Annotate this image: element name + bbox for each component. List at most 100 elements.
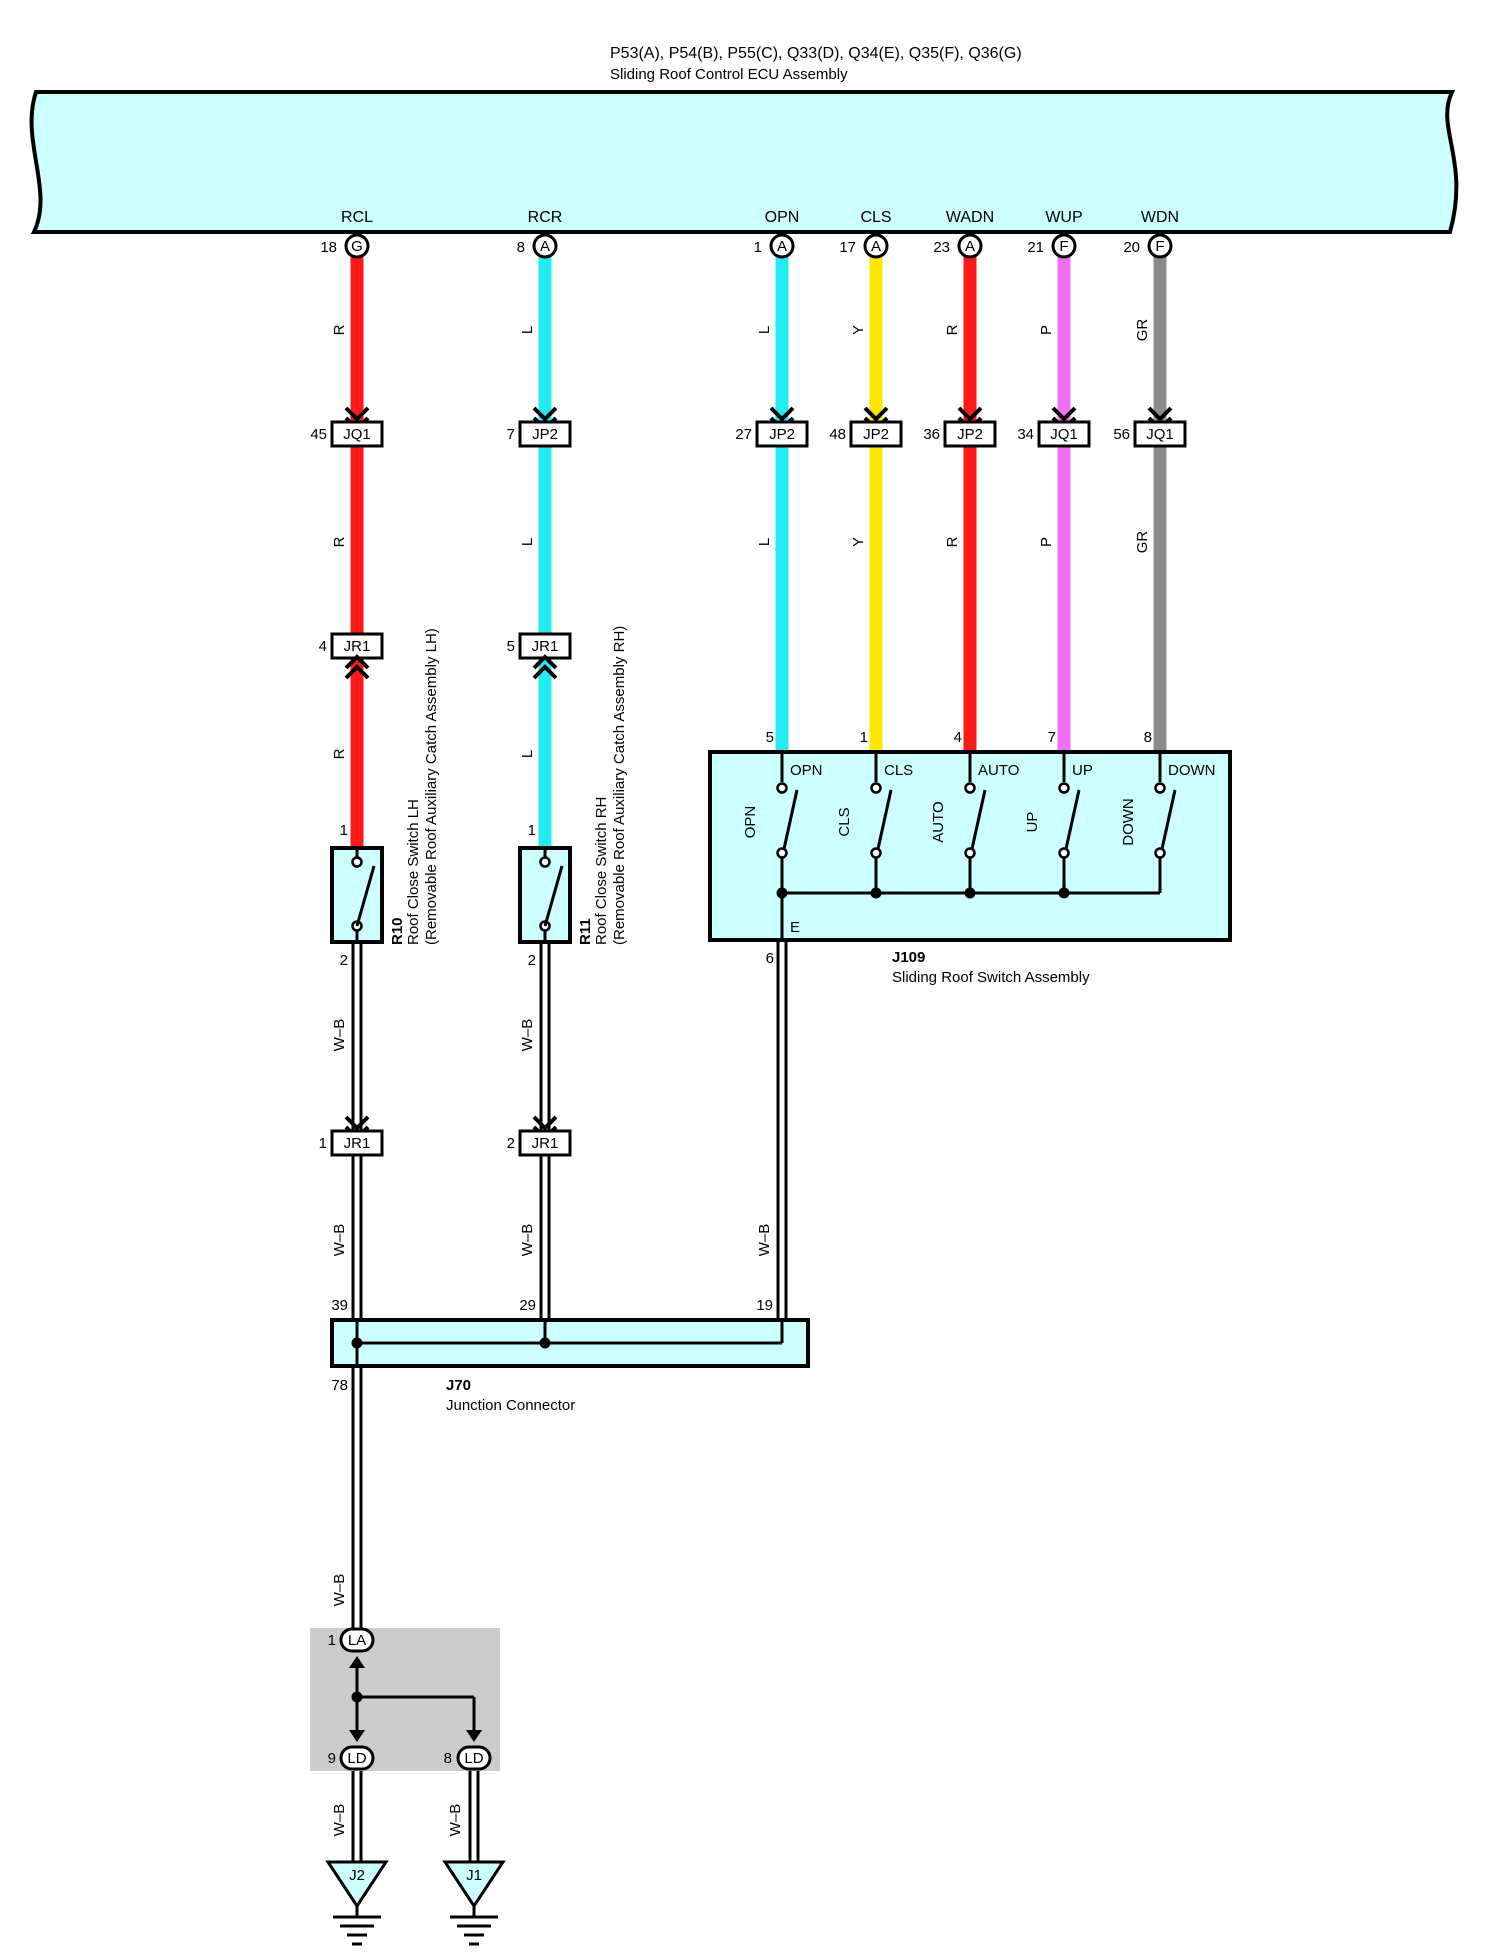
ground-j1: J1 (442, 1860, 506, 1946)
r11-line2: (Removable Roof Auxiliary Catch Assembly… (611, 626, 628, 945)
ecu-conn-circle-rcl: G (344, 233, 370, 259)
svg-text:JR1: JR1 (532, 1135, 559, 1152)
wire-color-wup-2: P (1038, 537, 1055, 547)
ground-j2: J2 (325, 1860, 389, 1946)
ecu-conn-circle-cls: A (863, 233, 889, 259)
ecu-conn-circle-opn: A (769, 233, 795, 259)
switch-r10: 1 2 R10 Roof Close Switch LH (Removable … (330, 628, 440, 969)
j70-code: J70 (446, 1377, 471, 1394)
ecu-conn-circle-wup: F (1051, 233, 1077, 259)
j109-term-down: DOWN (1168, 762, 1216, 779)
j109-pin-8: 8 (1144, 729, 1152, 746)
svg-text:LA: LA (348, 1632, 366, 1649)
connector-jp2-27: JP2 (755, 420, 809, 448)
ecu-pin-21: 21 (1027, 239, 1044, 256)
svg-text:A: A (965, 238, 975, 255)
r10-code: R10 (389, 917, 406, 945)
connector-pin-34: 34 (1017, 426, 1034, 443)
ecu-terminal-rcl-label: RCL (341, 209, 373, 226)
wire-color-ground-6: W–B (331, 1574, 348, 1607)
wire-color-wdn-1: GR (1134, 319, 1151, 342)
svg-text:JQ1: JQ1 (1146, 426, 1174, 443)
wire-color-rcr-3: L (519, 750, 536, 758)
splice-block: LA LD LD 1 9 8 (310, 1627, 500, 1771)
j109-switch-auto-label: AUTO (930, 801, 947, 842)
svg-text:JR1: JR1 (344, 1135, 371, 1152)
jr1-lower: JR1 JR1 1 2 (319, 1115, 572, 1157)
wire-color-rcl-1: R (331, 324, 348, 335)
ground-j1-label: J1 (466, 1867, 482, 1884)
connector-pin-36: 36 (923, 426, 940, 443)
connector-jr1-2: JR1 (518, 1129, 572, 1157)
svg-text:JP2: JP2 (769, 426, 795, 443)
splice-pin-ld-8: 8 (444, 1750, 452, 1767)
svg-text:JR1: JR1 (532, 638, 559, 655)
wire-color-ground-3: W–B (331, 1224, 348, 1257)
ecu-terminal-wadn-label: WADN (946, 209, 994, 226)
ecu-pin-1: 1 (754, 239, 762, 256)
wire-ground-j2 (351, 1769, 363, 1862)
j70-name: Junction Connector (446, 1397, 575, 1414)
wire-color-ground-7: W–B (331, 1804, 348, 1837)
ecu-pin-8: 8 (517, 239, 525, 256)
svg-text:F: F (1155, 238, 1164, 255)
ground-j2-icon (333, 1906, 381, 1946)
wire-color-ground-4: W–B (519, 1224, 536, 1257)
splice-ld-left: LD (339, 1745, 375, 1771)
j109-term-opn: OPN (790, 762, 823, 779)
wire-color-ground-1: W–B (331, 1019, 348, 1052)
svg-text:JP2: JP2 (957, 426, 983, 443)
ecu-terminal-cls-label: CLS (860, 209, 891, 226)
wire-color-ground-2: W–B (519, 1019, 536, 1052)
j70-pin-29: 29 (519, 1297, 536, 1314)
j109-term-auto: AUTO (978, 762, 1019, 779)
svg-text:A: A (540, 238, 550, 255)
ecu-conn-circle-wdn: F (1147, 233, 1173, 259)
connector-pin-48: 48 (829, 426, 846, 443)
r11-pin-bottom: 2 (528, 952, 536, 969)
connector-pin-7: 7 (507, 426, 515, 443)
ecu-name: Sliding Roof Control ECU Assembly (610, 66, 848, 83)
jr1-upper: JR1 JR1 4 5 (319, 632, 572, 680)
ground-j2-label: J2 (349, 1867, 365, 1884)
svg-text:JQ1: JQ1 (343, 426, 371, 443)
wire-color-wdn-2: GR (1134, 531, 1151, 554)
j109-junction-dots (776, 887, 1070, 899)
ecu-terminal-rcr-label: RCR (528, 209, 563, 226)
wire-color-opn-1: L (756, 326, 773, 334)
wire-ground-r11 (539, 942, 551, 1131)
j109-switch-opn-label: OPN (742, 806, 759, 839)
svg-text:A: A (777, 238, 787, 255)
connector-jq1-34: JQ1 (1037, 420, 1091, 448)
j109-contacts (776, 782, 1166, 859)
j109-switch-assembly: OPN CLS AUTO UP DOWN OPN CLS AUTO UP DOW… (708, 729, 1232, 986)
j70-pin-39: 39 (331, 1297, 348, 1314)
connector-jp2-48: JP2 (849, 420, 903, 448)
j109-name: Sliding Roof Switch Assembly (892, 969, 1090, 986)
wire-color-cls-2: Y (850, 537, 867, 547)
switch-r11: 1 2 R11 Roof Close Switch RH (Removable … (518, 626, 628, 969)
connector-pin-45: 45 (310, 426, 327, 443)
connector-jq1-56: JQ1 (1133, 420, 1187, 448)
connector-jr1-5: JR1 (518, 632, 572, 660)
ecu-terminal-wdn-label: WDN (1141, 209, 1179, 226)
wire-ground-j70-la (351, 1366, 363, 1629)
j109-pin-1: 1 (860, 729, 868, 746)
ecu-pin-17: 17 (839, 239, 856, 256)
j109-pin-4: 4 (954, 729, 962, 746)
jr1-pin-2: 2 (507, 1135, 515, 1152)
wire-color-rcl-3: R (331, 748, 348, 759)
svg-text:G: G (351, 238, 363, 255)
r10-pin-top: 1 (340, 822, 348, 839)
svg-text:F: F (1059, 238, 1068, 255)
r10-line1: Roof Close Switch LH (405, 799, 422, 945)
splice-la: LA (339, 1627, 375, 1653)
svg-text:A: A (871, 238, 881, 255)
splice-pin-ld-9: 9 (328, 1750, 336, 1767)
wire-color-rcr-2: L (519, 538, 536, 546)
j70-junction-connector: 39 29 19 78 J70 Junction Connector (330, 1297, 810, 1414)
svg-text:LD: LD (347, 1750, 366, 1767)
svg-text:JP2: JP2 (532, 426, 558, 443)
r11-code: R11 (577, 918, 594, 945)
wire-ground-j1 (468, 1769, 480, 1862)
